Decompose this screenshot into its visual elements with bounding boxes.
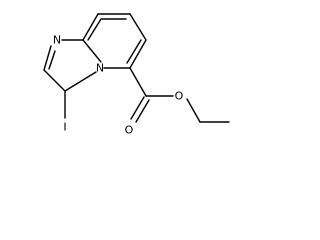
bond-c8a-c8	[82, 13, 99, 41]
pyridine-ring	[82, 13, 147, 69]
imidazole-ring	[43, 39, 97, 92]
bond-c6-c5-inner	[126, 39, 142, 64]
bond-c6-c5	[129, 39, 147, 69]
ethyl-ester-group	[129, 67, 230, 123]
bond-n1-c2-inner	[48, 50, 56, 70]
bond-c3-n4	[64, 71, 97, 92]
atom-label-ring-nitrogen: N	[53, 34, 61, 47]
bond-carbonyl-o-double-a	[130, 96, 145, 120]
bond-c5-carbonyl	[129, 67, 147, 97]
bond-carbonyl-o-double-b	[135, 99, 150, 123]
chemical-structure-diagram: N N I O O	[43, 13, 230, 137]
bond-n1-c2	[43, 45, 52, 71]
bond-c2-c3	[43, 69, 66, 92]
bond-c7-c6	[129, 13, 147, 41]
atom-label-carbonyl-oxygen: O	[125, 124, 134, 137]
atom-label-ester-oxygen: O	[175, 90, 184, 103]
atom-label-bridge-nitrogen: N	[96, 62, 104, 75]
atom-label-iodine: I	[63, 121, 66, 134]
bond-ester-o-ch2	[186, 98, 201, 123]
bond-c8a-c8-inner	[87, 18, 102, 41]
bond-n4-c8a	[82, 39, 102, 63]
